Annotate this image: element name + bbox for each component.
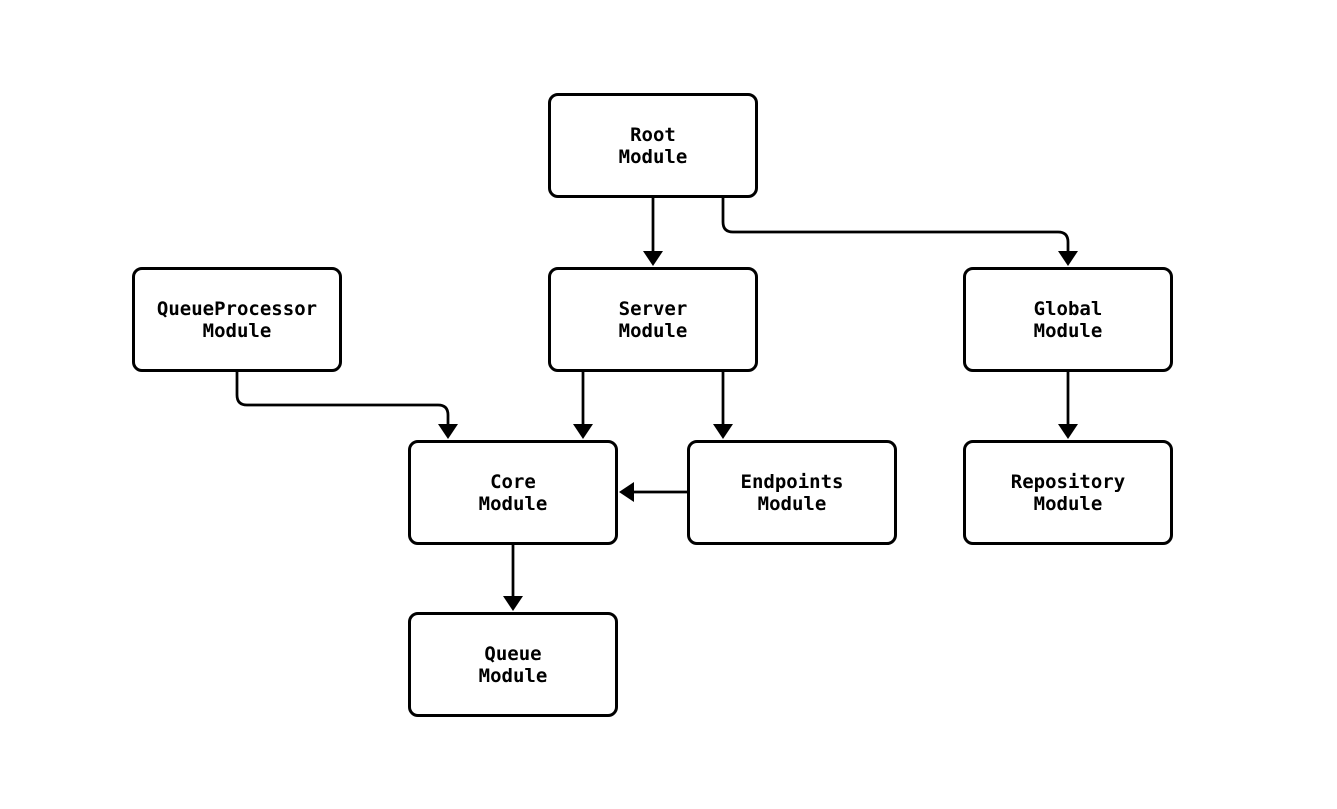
arrowhead-icon xyxy=(643,251,663,266)
edge-core-to-queue xyxy=(503,545,523,611)
edge-queueprocessor-to-core xyxy=(235,372,458,439)
arrowhead-icon xyxy=(1058,424,1078,439)
node-server-module: Server Module xyxy=(548,267,758,372)
node-label: Queue Module xyxy=(478,642,548,687)
node-queue-module: Queue Module xyxy=(408,612,618,717)
node-label: Repository Module xyxy=(1010,470,1126,515)
edge-root-to-global xyxy=(721,198,1078,266)
node-endpoints-module: Endpoints Module xyxy=(687,440,897,545)
node-root-module: Root Module xyxy=(548,93,758,198)
node-queueprocessor-module: QueueProcessor Module xyxy=(132,267,342,372)
edge-global-to-repository xyxy=(1058,372,1078,439)
node-label: Root Module xyxy=(618,123,688,168)
node-core-module: Core Module xyxy=(408,440,618,545)
edge-server-to-core xyxy=(573,372,593,439)
node-label: Server Module xyxy=(618,297,688,342)
arrowhead-icon xyxy=(573,424,593,439)
node-label: Global Module xyxy=(1033,297,1103,342)
node-label: QueueProcessor Module xyxy=(156,297,318,342)
edge-server-to-endpoints xyxy=(713,372,733,439)
node-repository-module: Repository Module xyxy=(963,440,1173,545)
arrowhead-icon xyxy=(713,424,733,439)
node-label: Endpoints Module xyxy=(740,470,844,515)
arrowhead-icon xyxy=(438,424,458,439)
node-global-module: Global Module xyxy=(963,267,1173,372)
arrowhead-icon xyxy=(1058,251,1078,266)
node-label: Core Module xyxy=(478,470,548,515)
arrowhead-icon xyxy=(503,596,523,611)
edge-endpoints-to-core xyxy=(619,482,687,502)
arrowhead-icon xyxy=(619,482,634,502)
edge-root-to-server xyxy=(643,198,663,266)
